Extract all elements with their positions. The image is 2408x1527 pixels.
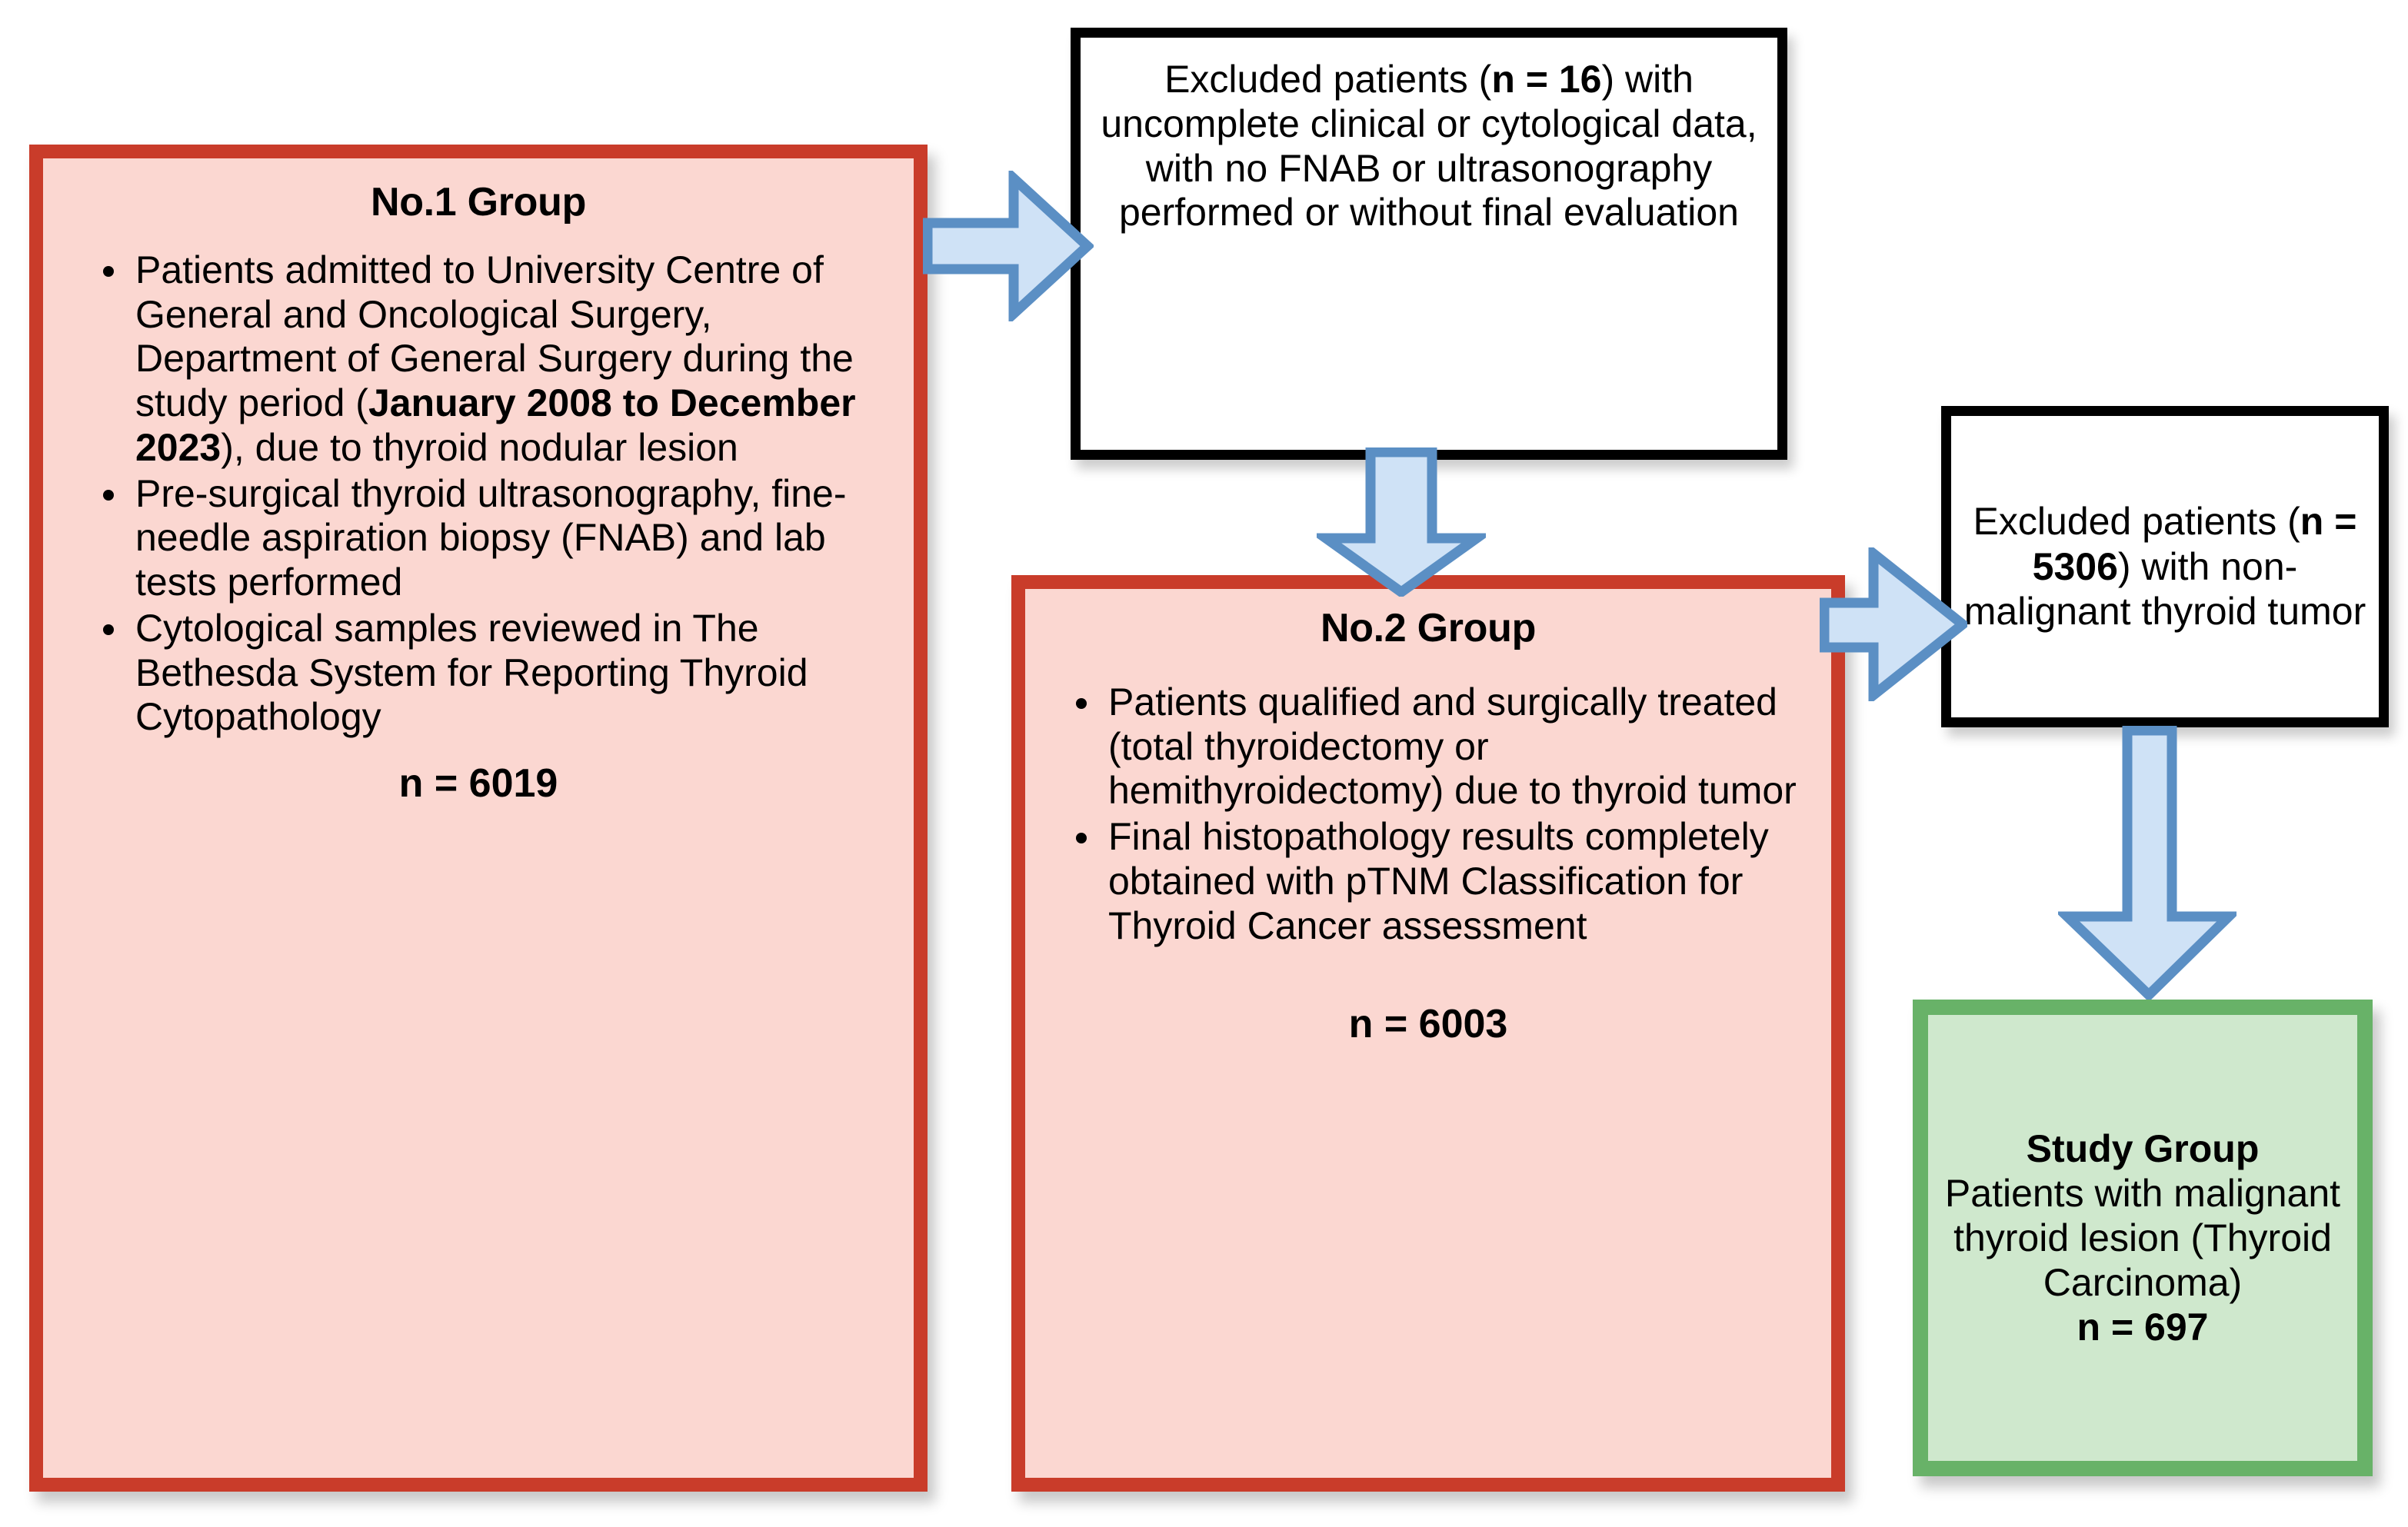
- group-1-title: No.1 Group: [370, 180, 587, 225]
- study-group-sample-size: n = 697: [2077, 1306, 2209, 1349]
- group-1-bullet-list: Patients admitted to University Centre o…: [43, 248, 914, 741]
- group-1-bullet-2: Pre-surgical thyroid ultrasonography, fi…: [100, 472, 914, 605]
- excluded-1-text-a: Excluded patients (: [1164, 58, 1492, 101]
- arrow-excluded2-to-study-group: [2058, 726, 2236, 1000]
- group-2-bullet-2: Final histopathology results completely …: [1073, 815, 1831, 948]
- excluded-1-text-b: ) with uncomplete clinical or cytologica…: [1101, 58, 1757, 235]
- arrow-group2-to-excluded2: [1820, 547, 1967, 701]
- study-group-content: Study Group Patients with malignant thyr…: [1928, 1015, 2357, 1461]
- group-1-bullet-1-text-b: ), due to thyroid nodular lesion: [221, 425, 738, 469]
- arrow-excluded1-to-group2: [1317, 447, 1486, 597]
- excluded-1-text: Excluded patients (n = 16) with uncomple…: [1081, 38, 1777, 235]
- excluded-2-text-b: ) with non-malignant thyroid tumor: [1963, 544, 2366, 634]
- group-1-bullet-1-text-bold: January 2008 to December 2023: [135, 381, 856, 469]
- node-excluded-1: Excluded patients (n = 16) with uncomple…: [1071, 28, 1787, 460]
- study-group-description: Patients with malignant thyroid lesion (…: [1944, 1172, 2341, 1304]
- group-2-title: No.2 Group: [1320, 606, 1537, 650]
- group-1-sample-size: n = 6019: [398, 761, 558, 806]
- group-1-bullet-1: Patients admitted to University Centre o…: [100, 248, 914, 471]
- node-study-group: Study Group Patients with malignant thyr…: [1913, 1000, 2373, 1476]
- excluded-2-text: Excluded patients (n = 5306) with non-ma…: [1951, 416, 2379, 717]
- node-group-2: No.2 Group Patients qualified and surgic…: [1011, 575, 1845, 1492]
- arrow-group1-to-excluded1: [923, 171, 1094, 321]
- excluded-1-text-bold: n = 16: [1491, 58, 1602, 101]
- study-group-title: Study Group: [2026, 1127, 2260, 1170]
- node-group-1: No.1 Group Patients admitted to Universi…: [29, 145, 928, 1492]
- excluded-2-text-bold: n = 5306: [2032, 500, 2357, 588]
- group-2-bullet-1: Patients qualified and surgically treate…: [1073, 680, 1831, 813]
- node-excluded-2: Excluded patients (n = 5306) with non-ma…: [1941, 406, 2389, 727]
- excluded-2-text-a: Excluded patients (: [1973, 500, 2300, 544]
- group-1-bullet-3: Cytological samples reviewed in The Beth…: [100, 607, 914, 740]
- group-2-sample-size: n = 6003: [1348, 1002, 1508, 1047]
- group-1-bullet-1-text-a: Patients admitted to University Centre o…: [135, 248, 854, 424]
- group-2-bullet-list: Patients qualified and surgically treate…: [1025, 680, 1831, 950]
